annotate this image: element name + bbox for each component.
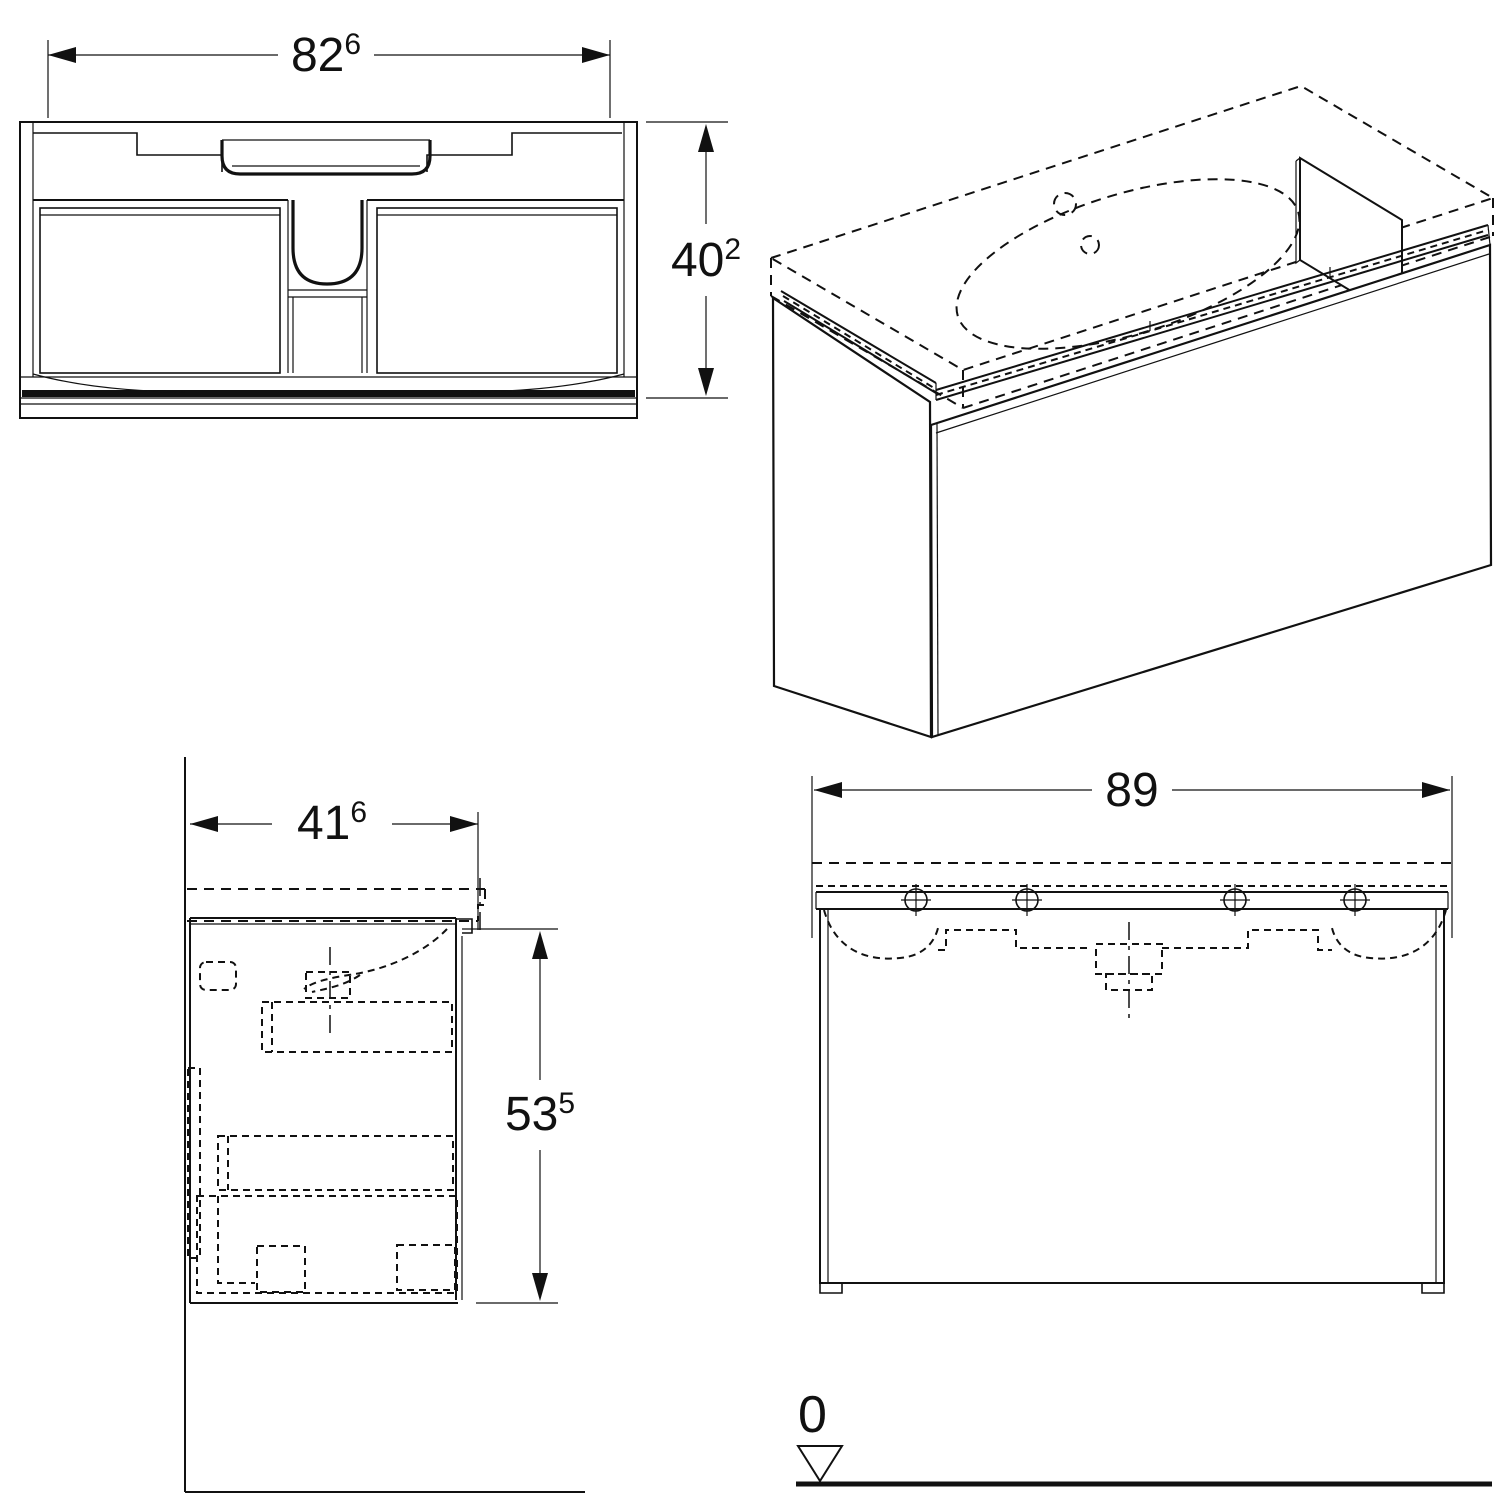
plan-drawers [33,199,624,374]
arrow-right-icon [1422,782,1450,798]
plan-cabinet-outline [19,121,638,419]
datum-triangle-icon [796,1445,844,1483]
iso-cabinet-body [771,243,1493,739]
side-depth-dimension: 416 [190,796,479,930]
arrow-left-icon [814,782,842,798]
arrow-right-icon [582,47,610,63]
front-basin-underside-dashed [823,909,1447,1024]
isometric-view [768,84,1496,739]
front-width-label: 89 [1105,764,1158,817]
plan-height-dimension: 402 [646,121,741,399]
screw-cross-icon [1012,884,1042,916]
front-width-dimension: 89 [811,764,1453,938]
side-washbasin-dashed [187,878,486,936]
plan-siphon-cutout [287,200,368,373]
plan-width-label: 826 [291,28,361,82]
side-height-label: 535 [505,1087,575,1141]
arrow-down-icon [532,1273,548,1301]
screw-cross-icon [901,884,931,916]
side-interior-dashed [187,928,458,1294]
screw-cross-icon [1340,884,1370,916]
side-depth-label: 416 [297,796,367,850]
iso-top-rails [780,224,1491,401]
side-view: 416 [184,757,585,1493]
arrow-up-icon [698,124,714,152]
screw-cross-icon [1220,884,1250,916]
side-height-dimension: 535 [462,928,575,1304]
datum-label: 0 [798,1386,827,1444]
plan-width-dimension: 826 [47,28,611,118]
plan-top-rails [33,132,622,176]
arrow-up-icon [532,931,548,959]
plan-view: 826 402 [19,28,741,419]
iso-drain-hole [1080,235,1100,255]
arrow-right-icon [450,816,478,832]
arrow-left-icon [190,816,218,832]
arrow-down-icon [698,368,714,396]
iso-tap-hole [1053,192,1077,216]
arrow-left-icon [48,47,76,63]
front-cabinet-body [819,908,1445,1294]
front-view: 89 [796,764,1492,1487]
plan-height-label: 402 [671,233,741,287]
side-cabinet-body [189,917,473,1304]
datum-level: 0 [796,1386,1492,1487]
